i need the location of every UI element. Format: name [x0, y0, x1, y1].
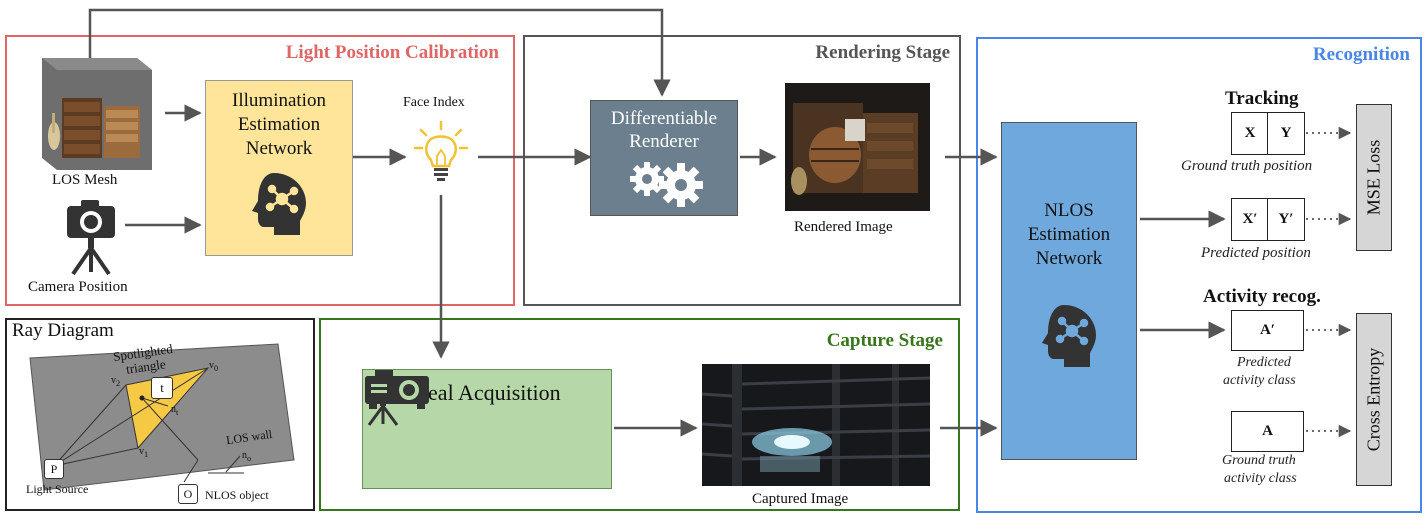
pred-y-cell: Y′ — [1267, 198, 1305, 241]
lightbulb-icon — [413, 120, 469, 184]
illumination-line-3: Network — [245, 138, 313, 159]
tracking-title: Tracking — [1225, 88, 1299, 109]
pred-position-caption: Predicted position — [1201, 245, 1311, 261]
renderer-line-2: Renderer — [629, 131, 699, 152]
p-box: P — [44, 459, 64, 479]
pred-x-cell: X′ — [1231, 198, 1269, 241]
o-box: O — [178, 484, 198, 504]
nt-label: nt — [171, 404, 179, 417]
projector-icon — [365, 370, 429, 409]
t-box: t — [151, 377, 173, 399]
nlos-estimation-network: NLOS Estimation Network — [1001, 122, 1137, 460]
illumination-line-2: Estimation — [237, 114, 321, 135]
capture-stage — [319, 318, 960, 511]
captured-image — [702, 364, 930, 486]
gt-x-cell: X — [1231, 112, 1269, 155]
rendered-image-label: Rendered Image — [794, 219, 893, 235]
ray-diagram-panel — [5, 318, 315, 511]
brain-head-icon — [252, 173, 306, 235]
nlos-line-2: Estimation — [1027, 224, 1111, 245]
ray-diagram-title: Ray Diagram — [12, 320, 114, 341]
v1-label: v1 — [139, 446, 149, 459]
nlos-line-1: NLOS — [1044, 200, 1094, 221]
los-mesh-image — [42, 58, 152, 170]
gt-y-cell: Y — [1267, 112, 1305, 155]
face-index-label: Face Index — [403, 95, 465, 110]
brain-head-icon-nlos — [1042, 305, 1096, 367]
renderer-line-1: Differentiable — [610, 108, 718, 129]
recognition-stage — [976, 37, 1422, 513]
mesh-to-renderer-arrow — [88, 8, 671, 97]
nlos-object-label: NLOS object — [205, 488, 269, 502]
rendering-stage — [523, 35, 961, 306]
rendering-stage-title: Rendering Stage — [815, 42, 950, 63]
light-source-label: Light Source — [26, 482, 89, 496]
calibration-stage — [5, 35, 515, 306]
gt-activity-caption-2: activity class — [1224, 471, 1297, 486]
captured-image-label: Captured Image — [752, 491, 849, 507]
gears-icon — [630, 162, 703, 207]
real-acquisition-title: Real Acquisition — [413, 380, 561, 405]
camera-position-label: Camera Position — [28, 279, 128, 295]
illumination-line-1: Illumination — [232, 90, 326, 111]
gt-position-caption: Ground truth position — [1181, 158, 1313, 174]
differentiable-renderer: Differentiable Renderer — [590, 100, 738, 216]
capture-stage-title: Capture Stage — [826, 330, 943, 351]
mse-loss-label: MSE Loss — [1363, 139, 1384, 216]
v2-label: v2 — [111, 375, 121, 388]
v0-label: v0 — [209, 360, 219, 373]
calibration-stage-title: Light Position Calibration — [285, 42, 499, 63]
pred-activity-caption-1: Predicted — [1237, 355, 1291, 370]
rendered-image — [785, 83, 930, 211]
cross-entropy-label: Cross Entropy — [1363, 347, 1384, 452]
activity-title: Activity recog. — [1203, 286, 1321, 307]
illumination-network: Illumination Estimation Network — [205, 80, 353, 256]
los-mesh-label: LOS Mesh — [52, 172, 118, 188]
ray-diagram-graphic — [29, 343, 295, 491]
gt-activity-cell: A — [1231, 411, 1304, 452]
cross-entropy-box: Cross Entropy — [1356, 313, 1392, 486]
gt-activity-caption-1: Ground truth — [1222, 453, 1296, 468]
camera-icon — [65, 198, 117, 276]
real-acquisition: Real Acquisition — [362, 369, 612, 489]
nlos-line-3: Network — [1035, 248, 1103, 269]
mse-loss-box: MSE Loss — [1356, 104, 1392, 251]
ray-diagram: Spotlighted triangle t v2 v0 v1 nt no LO… — [8, 340, 312, 508]
pred-activity-caption-2: activity class — [1223, 373, 1296, 388]
recognition-stage-title: Recognition — [1312, 44, 1410, 65]
no-label: no — [242, 450, 252, 463]
pred-activity-cell: A′ — [1231, 310, 1304, 351]
